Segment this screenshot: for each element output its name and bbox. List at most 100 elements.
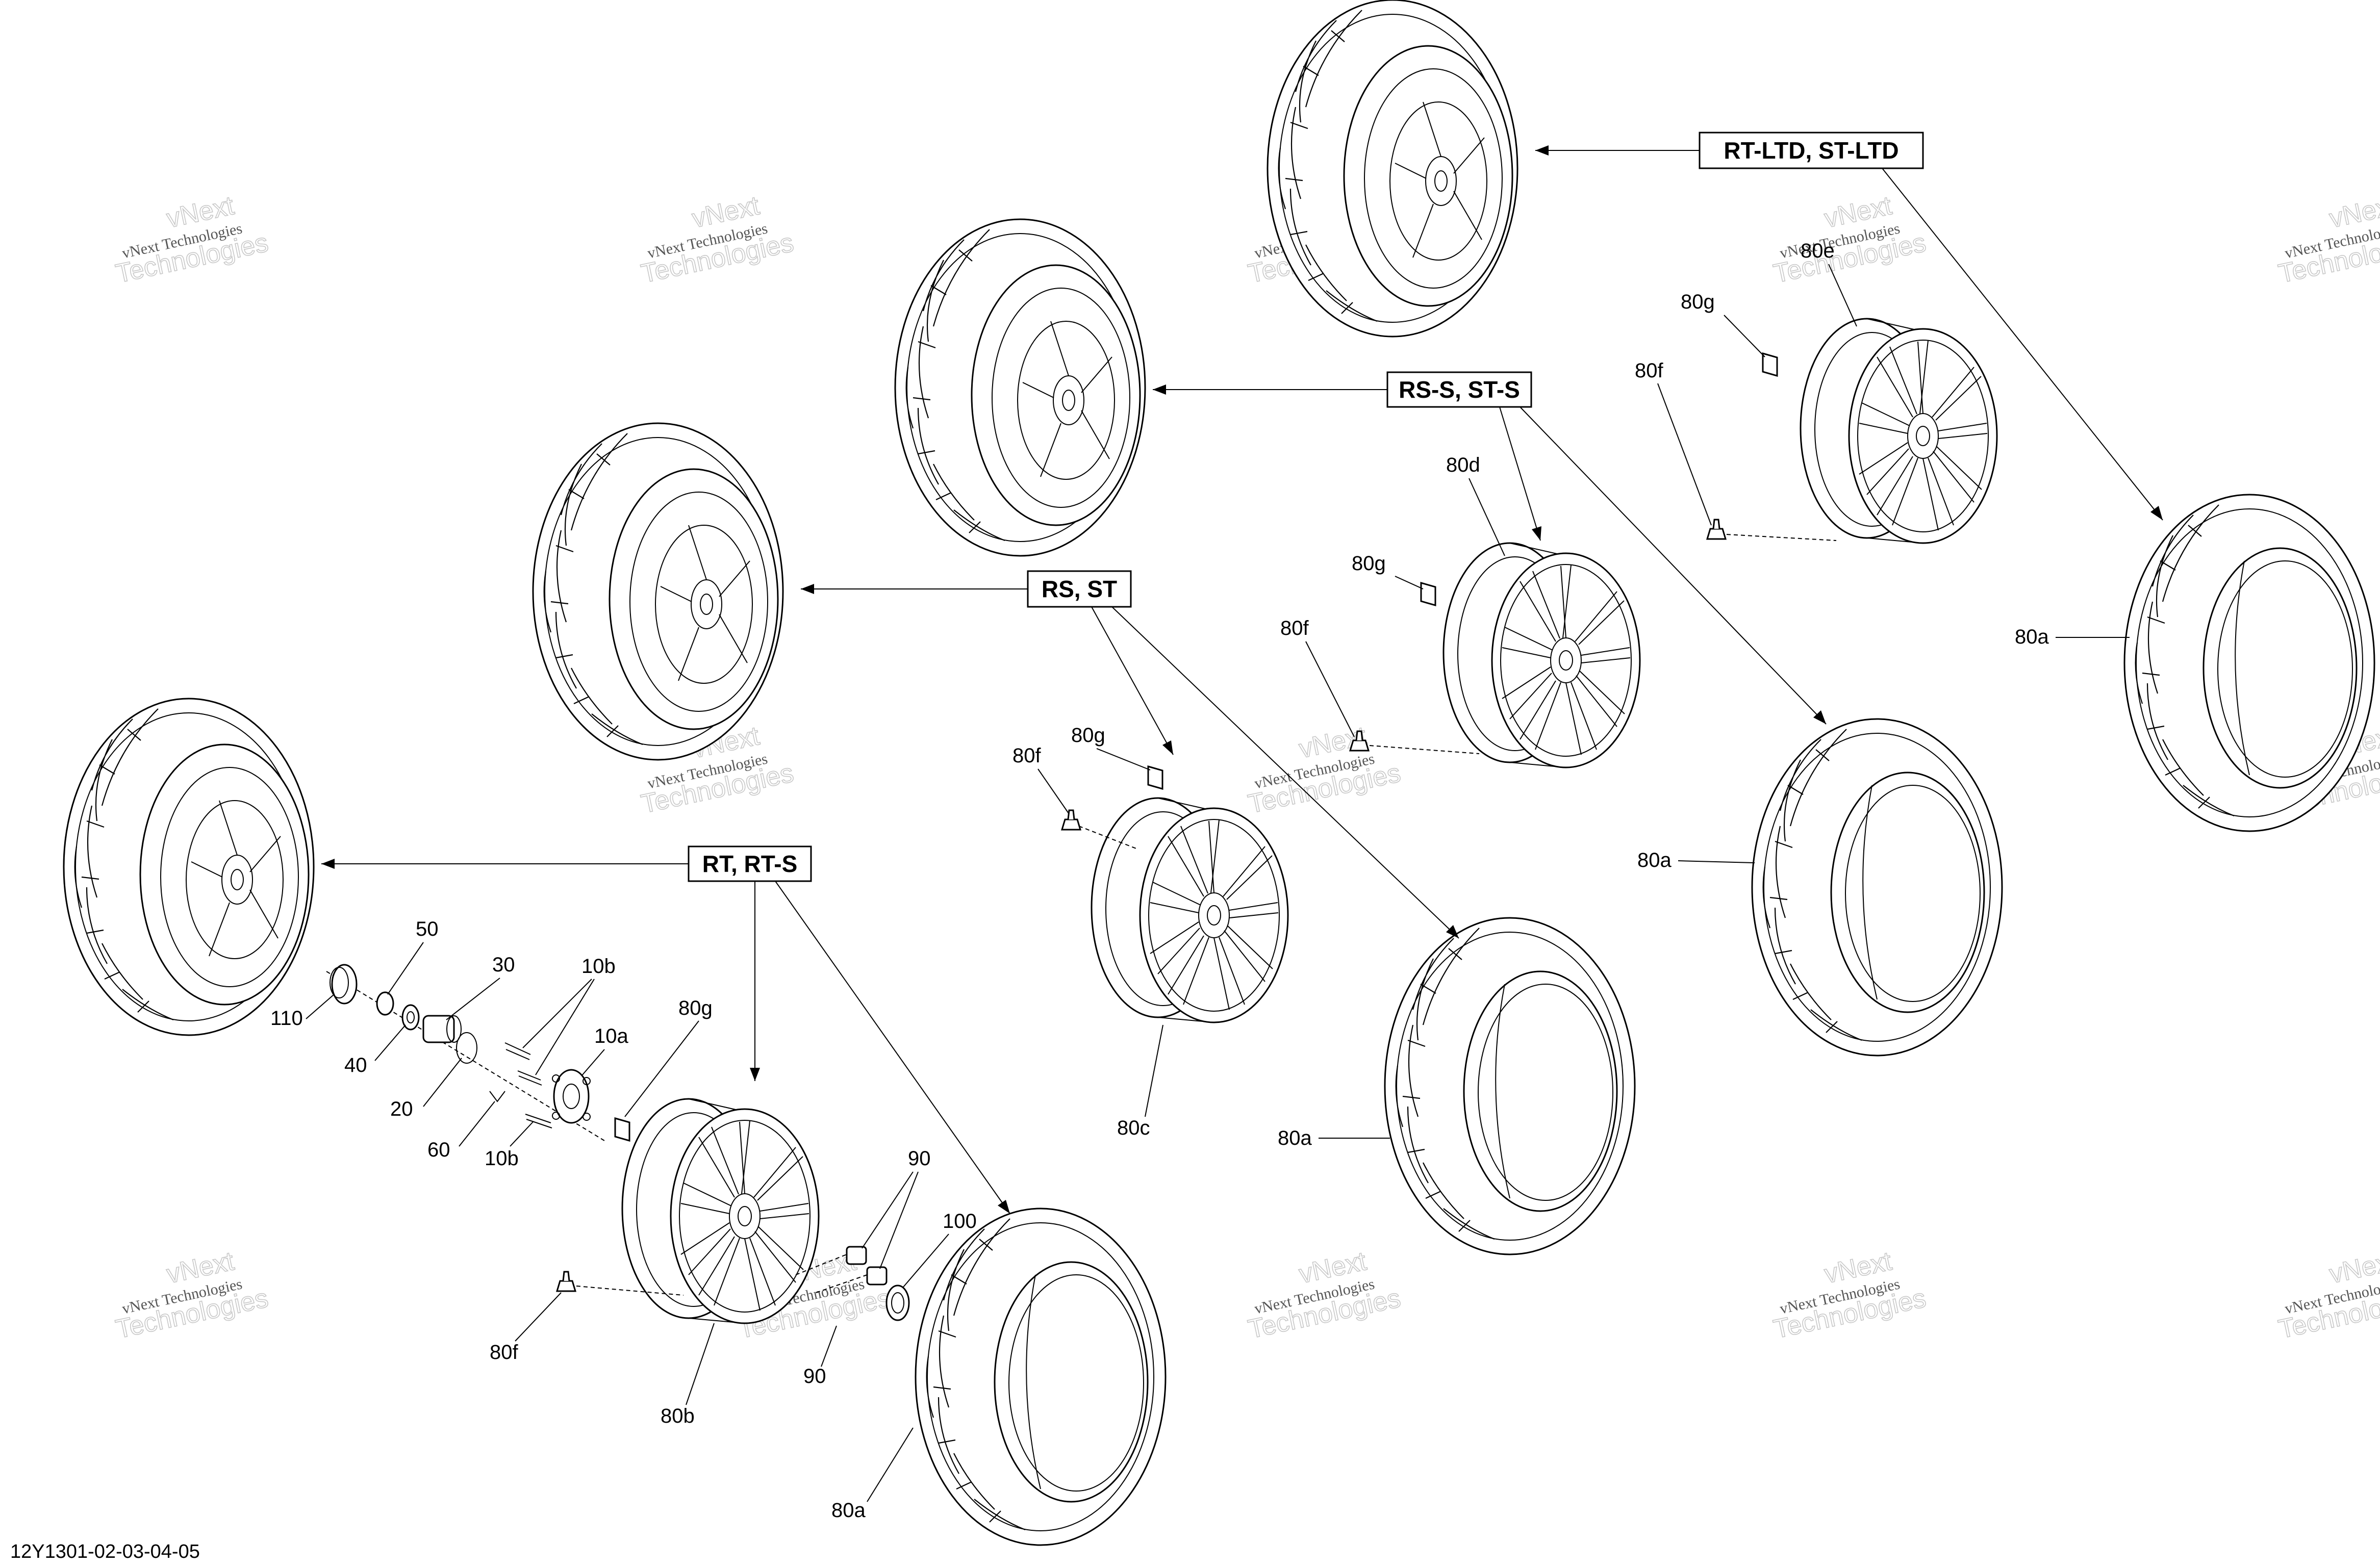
leader-line xyxy=(1091,606,1174,755)
arrowhead xyxy=(1153,384,1166,395)
callout-80a: 80a xyxy=(831,1499,866,1522)
model-label-text: RS, ST xyxy=(1042,576,1117,602)
nut-50 xyxy=(376,991,394,1016)
center-cap-100 xyxy=(885,1285,910,1321)
center-cap-100-inner xyxy=(891,1292,904,1314)
leader-line xyxy=(1828,264,1857,327)
hub-bolt-hole xyxy=(552,1112,560,1120)
callout-80f: 80f xyxy=(1012,744,1041,767)
callout-100: 100 xyxy=(943,1210,977,1232)
stud-10b-lower xyxy=(525,1114,552,1128)
arrowhead xyxy=(750,1068,760,1081)
model-label-rt: RT, RT-S xyxy=(321,845,1010,1214)
hub-10a xyxy=(553,1069,590,1124)
rim-80b xyxy=(621,1098,820,1324)
watermark: vNext vNext Technologies Technologies xyxy=(2275,190,2380,289)
callout-80f: 80f xyxy=(490,1341,518,1364)
watermark: vNext vNext Technologies Technologies xyxy=(113,1246,271,1345)
leader-line xyxy=(1520,406,1827,725)
valve-stem-80f-rs xyxy=(1061,809,1081,831)
model-label-box xyxy=(1027,570,1132,608)
leader-line xyxy=(423,1058,462,1107)
callout-80g: 80g xyxy=(1352,552,1386,575)
model-label-rs: RS, ST xyxy=(801,570,1459,939)
bearing-30-face xyxy=(446,1015,462,1043)
watermark: vNext vNext Technologies Technologies xyxy=(2275,1246,2380,1345)
leader-line xyxy=(902,1234,949,1288)
hub-bolt-hole xyxy=(583,1077,591,1085)
leader-line xyxy=(862,1171,919,1269)
arrowhead xyxy=(801,584,814,594)
callout-90: 90 xyxy=(803,1365,826,1388)
callout-80g: 80g xyxy=(678,997,713,1019)
washer-40 xyxy=(401,1004,420,1031)
leader-line xyxy=(821,1325,837,1367)
leader-line xyxy=(581,1049,605,1076)
cotter-pin-60 xyxy=(489,1091,505,1102)
hub-cap-ring xyxy=(330,967,349,998)
model-label-rs-s: RS-S, ST-S xyxy=(1153,371,1827,725)
leader-line xyxy=(1111,606,1459,939)
callout-60: 60 xyxy=(427,1139,450,1161)
balance-weight-80g-rs xyxy=(1147,765,1163,790)
callout-80f: 80f xyxy=(1280,617,1309,639)
arrowhead xyxy=(1446,925,1459,938)
hub-bolt-hole xyxy=(552,1074,560,1083)
leader-line xyxy=(1395,576,1424,589)
leader-line xyxy=(446,978,500,1020)
leader-line xyxy=(510,1121,534,1147)
callout-110: 110 xyxy=(270,1007,303,1030)
assembled-wheel-rt xyxy=(63,698,315,1036)
callout-80a: 80a xyxy=(1637,849,1672,871)
arrowhead xyxy=(1535,145,1549,156)
leader-line xyxy=(775,881,1010,1214)
callout-80d: 80d xyxy=(1446,454,1480,476)
tire-80a-rs-s xyxy=(1751,718,2003,1057)
callout-80g: 80g xyxy=(1681,291,1715,313)
leader-line xyxy=(1724,315,1765,357)
leader-line xyxy=(1305,641,1355,737)
callout-80a: 80a xyxy=(2015,626,2049,648)
callout-90: 90 xyxy=(908,1147,931,1170)
callout-80c: 80c xyxy=(1117,1117,1150,1139)
assembled-wheel-rs-s xyxy=(894,218,1146,557)
tire-80a-rt xyxy=(915,1208,1167,1546)
arrowhead xyxy=(1532,526,1541,541)
leader-line xyxy=(522,979,595,1075)
callout-80b: 80b xyxy=(661,1405,695,1427)
balance-weight-80g-rt xyxy=(614,1117,630,1142)
rim-80c xyxy=(1091,797,1289,1023)
watermark: vNext vNext Technologies Technologies xyxy=(1245,1246,1404,1345)
leader-line xyxy=(1882,168,2163,521)
callout-30: 30 xyxy=(492,954,515,976)
callout-10b: 10b xyxy=(581,955,616,978)
balance-weight-80g-rss xyxy=(1420,582,1436,606)
watermark: vNext vNext Technologies Technologies xyxy=(1770,1246,1929,1345)
assembled-wheel-rs xyxy=(532,422,784,761)
leader-line xyxy=(1468,478,1505,556)
stud-10b-middle xyxy=(517,1070,542,1086)
watermark: vNext vNext Technologies Technologies xyxy=(1245,721,1404,819)
watermark: vNext vNext Technologies Technologies xyxy=(1770,190,1929,289)
callout-80e: 80e xyxy=(1801,240,1835,262)
arrowhead xyxy=(1813,710,1826,724)
bearing-30 xyxy=(422,1015,455,1043)
hub-bolt-hole xyxy=(583,1113,591,1121)
callout-80a: 80a xyxy=(1278,1127,1312,1149)
hub-assembly xyxy=(326,964,607,1143)
model-label-text: RT, RT-S xyxy=(702,851,798,877)
assembly-axis xyxy=(576,1286,684,1296)
leader-line xyxy=(686,1323,715,1405)
callout-10b: 10b xyxy=(485,1147,519,1170)
lug-nuts-90 xyxy=(795,1246,910,1321)
lug-nut-90 xyxy=(846,1246,867,1265)
hub-cap-110 xyxy=(331,964,358,1005)
callout-20: 20 xyxy=(390,1098,413,1120)
callout-80g: 80g xyxy=(1071,724,1105,747)
leader-line xyxy=(306,994,335,1019)
assembly-axis xyxy=(1726,534,1837,541)
assembled-wheel-rt-ltd xyxy=(1267,0,1518,338)
leader-line xyxy=(374,1024,406,1061)
model-label-text: RT-LTD, ST-LTD xyxy=(1724,137,1898,164)
